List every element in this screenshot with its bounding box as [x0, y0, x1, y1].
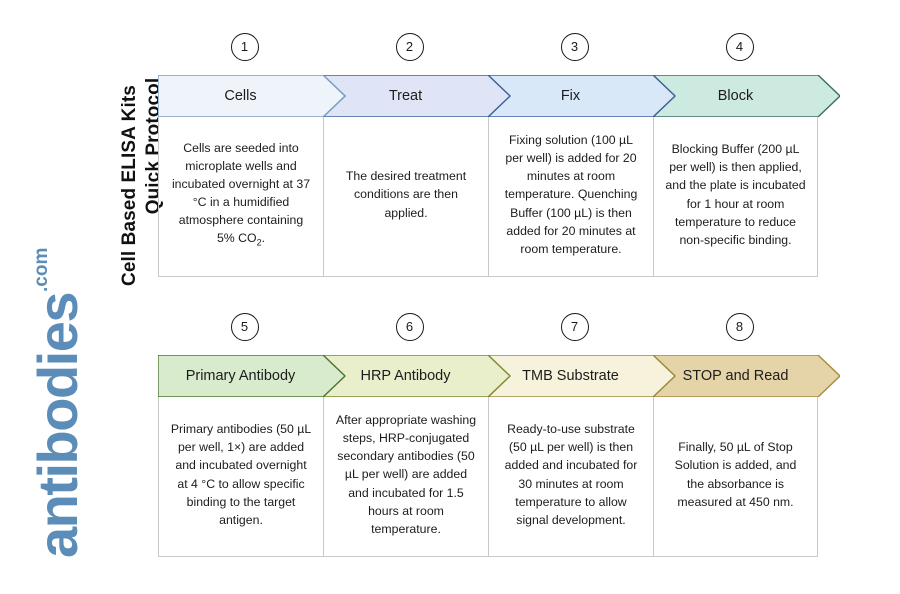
step-description-text: Fixing solution (100 µL per well) is add… [504, 133, 638, 256]
step-description-cell: After appropriate washing steps, HRP-con… [323, 397, 488, 557]
step-number-badge: 1 [230, 33, 259, 61]
step-number-badge: 7 [560, 313, 589, 341]
protocol-row-1: 1 2 3 4 Cells Treat Fix Block Cells are seeded… [158, 30, 840, 277]
step-description-cell: Blocking Buffer (200 µL per well) is the… [653, 117, 818, 277]
chevron-label: Fix [560, 88, 581, 104]
chevron-step-2[interactable]: Treat [323, 75, 510, 117]
step-description-text: The desired treatment conditions are the… [345, 169, 467, 220]
chevron-label: TMB Substrate [522, 368, 619, 384]
step-description-text: Primary antibodies (50 µL per well, 1×) … [170, 422, 312, 527]
chevron-label: STOP and Read [682, 368, 789, 384]
chevron-step-5[interactable]: Primary Antibody [158, 355, 345, 397]
protocol-row-2: 5 6 7 8 Primary Antibody HRP Antibody TMB Sub… [158, 310, 840, 557]
brand-logo-name: antibodies [26, 292, 89, 558]
chevron-step-6[interactable]: HRP Antibody [323, 355, 510, 397]
chevron-step-3[interactable]: Fix [488, 75, 675, 117]
chevron-label: Block [717, 88, 754, 104]
step-number-badge: 8 [725, 313, 754, 341]
chevron-strip-2: Primary Antibody HRP Antibody TMB Substrat… [158, 355, 840, 397]
step-description-cell: The desired treatment conditions are the… [323, 117, 488, 277]
step-description-text: Finally, 50 µL of Stop Solution is added… [674, 440, 797, 509]
description-strip-2: Primary antibodies (50 µL per well, 1×) … [158, 397, 818, 557]
step-description-text: After appropriate washing steps, HRP-con… [335, 413, 477, 536]
step-badge-group-1: 1 2 3 4 [158, 30, 818, 75]
chevron-step-8[interactable]: STOP and Read [653, 355, 840, 397]
chevron-label: Treat [388, 88, 423, 104]
step-number-badge: 6 [395, 313, 424, 341]
step-number-badge: 4 [725, 33, 754, 61]
brand-logo: antibodies.com [0, 248, 150, 590]
step-description-text: Cells are seeded into microplate wells a… [171, 141, 311, 248]
step-description-text: Blocking Buffer (200 µL per well) is the… [665, 142, 806, 247]
chevron-step-1[interactable]: Cells [158, 75, 345, 117]
step-description-text: Ready-to-use substrate (50 µL per well) … [504, 422, 638, 527]
page-title-line-1: Cell Based ELISA Kits [119, 85, 140, 286]
step-description-cell: Finally, 50 µL of Stop Solution is added… [653, 397, 818, 557]
chevron-step-7[interactable]: TMB Substrate [488, 355, 675, 397]
step-number-badge: 3 [560, 33, 589, 61]
chevron-label: HRP Antibody [360, 368, 451, 384]
brand-logo-suffix: .com [31, 247, 52, 292]
step-number-badge: 2 [395, 33, 424, 61]
step-description-cell: Cells are seeded into microplate wells a… [158, 117, 323, 277]
chevron-step-4[interactable]: Block [653, 75, 840, 117]
step-badge-group-2: 5 6 7 8 [158, 310, 818, 355]
step-description-cell: Ready-to-use substrate (50 µL per well) … [488, 397, 653, 557]
chevron-strip-1: Cells Treat Fix Block [158, 75, 840, 117]
step-description-cell: Fixing solution (100 µL per well) is add… [488, 117, 653, 277]
description-strip-1: Cells are seeded into microplate wells a… [158, 117, 818, 277]
chevron-label: Cells [224, 88, 257, 104]
chevron-label: Primary Antibody [185, 368, 296, 384]
step-description-cell: Primary antibodies (50 µL per well, 1×) … [158, 397, 323, 557]
step-number-badge: 5 [230, 313, 259, 341]
